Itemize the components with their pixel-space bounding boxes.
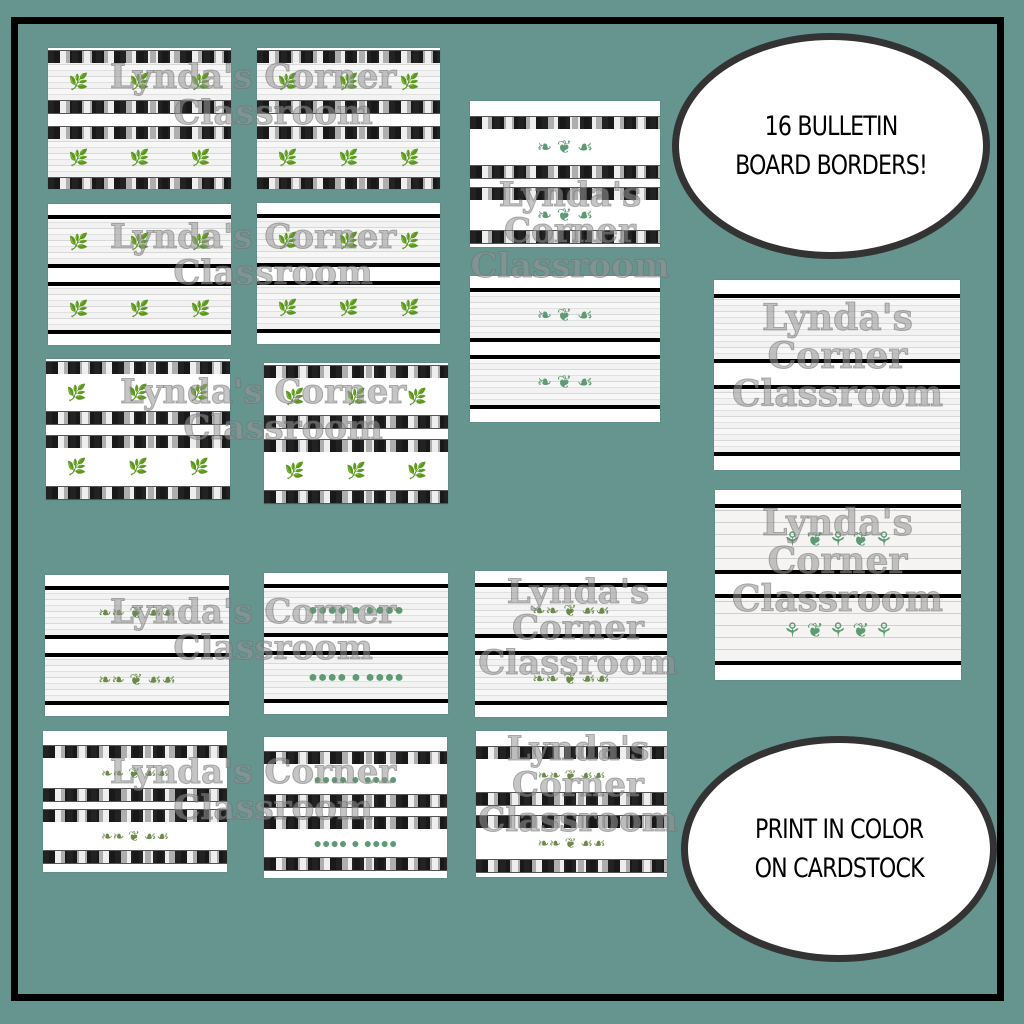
sprig-icon: 🌿 — [68, 300, 89, 318]
sprig-icon: 🌿 — [129, 300, 150, 318]
border-preview-10: ⚘ ❦ ⚘ ❦ ⚘ ⚘ ❦ ⚘ ❦ ⚘ — [715, 490, 961, 680]
eucalyptus-vine-icon: ⚘ ❦ ⚘ ❦ ⚘ — [783, 529, 893, 551]
olive-leaf-icon: 🌿 — [346, 462, 366, 480]
eucalyptus-icon: ●●●● ● ●●●● — [313, 771, 398, 787]
olive-leaf-icon: 🌿 — [277, 73, 298, 91]
olive-leaf-icon: 🌿 — [338, 233, 359, 250]
border-preview-13: ❧❧ ❦ ☙☙ ❧❧ ❦ ☙☙ — [475, 571, 667, 717]
border-preview-11: ❧❧ ❦ ☙☙ ❧❧ ❦ ☙☙ — [45, 575, 229, 716]
olive-leaf-icon: 🌿 — [277, 233, 298, 250]
eucalyptus-vine-icon: ⚘ ❦ ⚘ ❦ ⚘ — [783, 619, 893, 642]
sprig-icon: 🌿 — [68, 73, 89, 91]
sprig-icon: 🌿 — [68, 234, 89, 251]
border-preview-7: 🌿 🌿 🌿 🌿 🌿 🌿 — [46, 359, 230, 500]
sprig-icon: 🌿 — [190, 73, 211, 91]
border-preview-12: ●●●● ● ●●●● ●●●● ● ●●●● — [264, 573, 448, 714]
olive-leaf-icon: 🌿 — [338, 299, 359, 317]
olive-leaf-icon: 🌿 — [338, 73, 359, 91]
sprig-icon: 🌿 — [190, 234, 211, 251]
sprig-icon: 🌿 — [129, 150, 150, 167]
garland-icon: ❧ ❦ ☙ — [536, 305, 594, 325]
garland-icon: ❧ ❦ ☙ — [536, 204, 594, 225]
border-preview-1: 🌿 🌿 🌿 🌿 🌿 🌿 — [48, 48, 231, 189]
olive-branch-icon: ❧❧ ❦ ☙☙ — [98, 671, 176, 689]
olive-leaf-icon: 🌿 — [284, 388, 305, 406]
sprig-icon: 🌿 — [129, 73, 150, 91]
sprig-icon: 🌿 — [190, 150, 211, 167]
sprig-icon: 🌿 — [68, 150, 89, 167]
border-preview-15: ●●●● ● ●●●● ●●●● ● ●●●● — [264, 737, 447, 878]
olive-leaf-icon: 🌿 — [277, 299, 298, 317]
olive-leaf-icon: 🌿 — [346, 388, 366, 406]
garland-icon: ❧ ❦ ☙ — [536, 372, 594, 392]
outer-frame — [11, 17, 1004, 1001]
eucalyptus-icon: ●●●● ● ●●●● — [308, 602, 404, 619]
print-instructions-badge: PRINT IN COLOR ON CARDSTOCK — [681, 736, 997, 962]
headline-badge: 16 BULLETIN BOARD BORDERS! — [672, 33, 990, 259]
border-preview-2: 🌿 🌿 🌿 🌿 🌿 🌿 — [257, 48, 440, 189]
sprig-icon: 🌿 — [190, 300, 211, 318]
border-preview-8: 🌿 🌿 🌿 🌿 🌿 🌿 — [264, 363, 448, 504]
border-preview-6: ❧ ❦ ☙ ❧ ❦ ☙ — [470, 276, 660, 422]
olive-leaf-icon: 🌿 — [338, 150, 359, 167]
leaf-swag-icon: ❧❧ ❦ ☙☙ — [537, 767, 606, 783]
leaf-swag-icon: ❧❧ ❦ ☙☙ — [532, 603, 610, 620]
eucalyptus-icon: ●●●● ● ●●●● — [308, 668, 404, 686]
olive-leaf-icon: 🌿 — [399, 299, 420, 317]
sprig-icon: 🌿 — [129, 234, 150, 251]
olive-branch-icon: ❧❧ ❦ ☙☙ — [100, 827, 170, 844]
border-preview-3: ❧ ❦ ☙ ❧ ❦ ☙ — [470, 101, 660, 247]
sprig-icon: 🌿 — [66, 458, 87, 476]
sprig-icon: 🌿 — [189, 384, 210, 402]
olive-leaf-icon: 🌿 — [399, 73, 420, 91]
olive-leaf-icon: 🌿 — [399, 233, 420, 250]
leaf-swag-icon: ❧❧ ❦ ☙☙ — [537, 835, 606, 851]
sprig-icon: 🌿 — [189, 458, 210, 476]
border-preview-16: ❧❧ ❦ ☙☙ ❧❧ ❦ ☙☙ — [476, 731, 667, 877]
sprig-icon: 🌿 — [128, 458, 148, 476]
leaf-swag-icon: ❧❧ ❦ ☙☙ — [532, 670, 610, 688]
border-preview-4: 🌿 🌿 🌿 🌿 🌿 🌿 — [48, 204, 231, 345]
olive-branch-icon: ❧❧ ❦ ☙☙ — [98, 605, 176, 622]
olive-branch-icon: ❧❧ ❦ ☙☙ — [100, 764, 170, 781]
eucalyptus-icon: ●●●● ● ●●●● — [313, 835, 398, 851]
border-preview-14: ❧❧ ❦ ☙☙ ❧❧ ❦ ☙☙ — [43, 731, 227, 872]
border-preview-5: 🌿 🌿 🌿 🌿 🌿 🌿 — [257, 203, 440, 344]
sprig-icon: 🌿 — [66, 384, 87, 402]
garland-icon: ❧ ❦ ☙ — [536, 136, 594, 157]
olive-leaf-icon: 🌿 — [407, 388, 428, 406]
olive-leaf-icon: 🌿 — [399, 150, 420, 167]
olive-leaf-icon: 🌿 — [284, 462, 305, 480]
olive-leaf-icon: 🌿 — [407, 462, 428, 480]
print-instructions-text: PRINT IN COLOR ON CARDSTOCK — [754, 813, 924, 884]
sprig-icon: 🌿 — [128, 384, 148, 402]
headline-text: 16 BULLETIN BOARD BORDERS! — [735, 110, 928, 181]
olive-leaf-icon: 🌿 — [277, 150, 298, 167]
border-preview-9 — [714, 280, 960, 470]
